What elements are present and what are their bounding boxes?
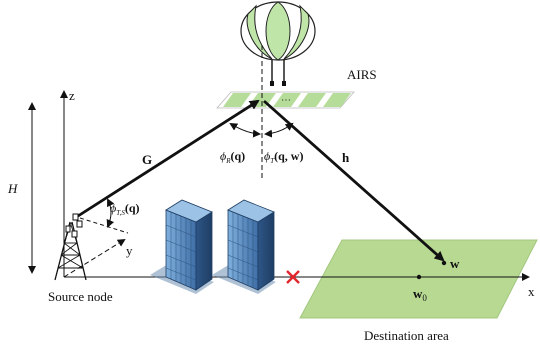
height-label: H — [7, 181, 18, 196]
building-icon — [150, 199, 214, 294]
x-axis-label: x — [528, 284, 535, 299]
svg-text:⋯: ⋯ — [281, 95, 291, 106]
channel-h-label: h — [342, 150, 350, 165]
transmitter-tower-icon — [54, 213, 87, 281]
w-label: w — [450, 256, 460, 271]
w-point — [441, 260, 447, 266]
channel-h-arrow — [263, 99, 445, 262]
w0-point — [416, 274, 422, 280]
blocked-x-icon — [286, 270, 300, 284]
channel-g-arrow — [77, 99, 260, 218]
channel-g-label: G — [142, 152, 152, 167]
z-axis-label: z — [69, 88, 75, 103]
building-icon — [212, 199, 276, 294]
source-reference-line — [79, 217, 129, 234]
y-axis — [63, 238, 126, 278]
source-node-label: Source node — [48, 289, 113, 304]
phi-ts-label: ϕT,S(q) — [110, 201, 140, 217]
source-angle-arc — [106, 198, 115, 228]
phi-t-label: ϕT(q, w) — [264, 149, 303, 165]
balloon-icon — [240, 1, 316, 86]
w0-label: w0 — [413, 286, 427, 303]
airs-label: AIRS — [347, 67, 377, 82]
y-axis-label: y — [126, 243, 133, 258]
airs-panel: ⋯ — [216, 91, 355, 109]
destination-area-label: Destination area — [364, 328, 449, 343]
phi-r-label: ϕR(q) — [220, 149, 245, 165]
